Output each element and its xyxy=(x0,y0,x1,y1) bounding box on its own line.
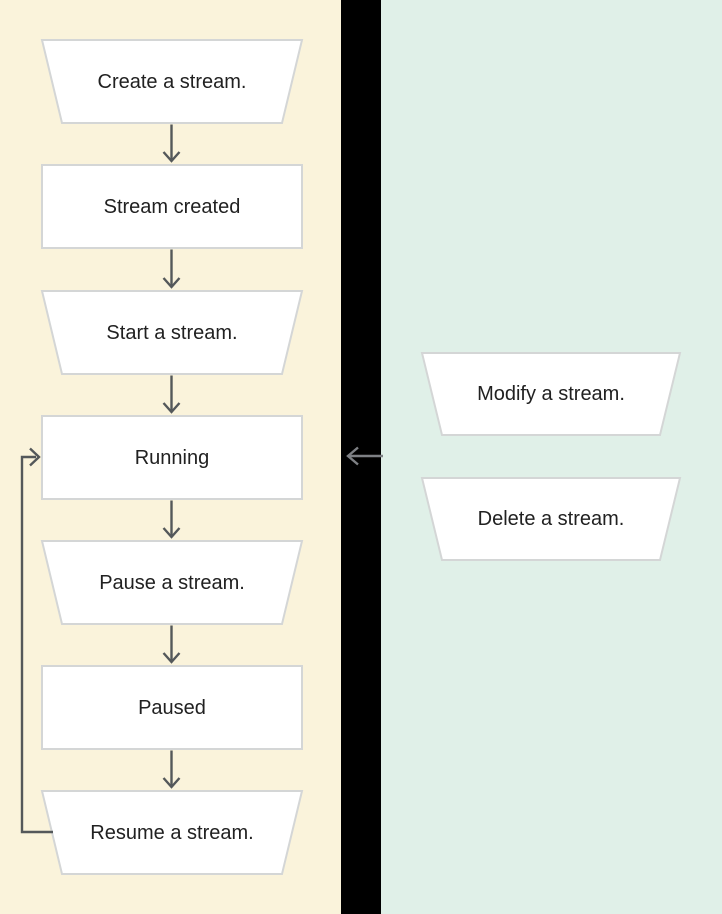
node-pause-a-stream-shape xyxy=(40,540,304,625)
loop-back-arrow xyxy=(20,447,53,834)
node-create-a-stream-shape xyxy=(40,39,304,124)
node-running-shape xyxy=(41,415,303,500)
node-paused-shape xyxy=(41,665,303,750)
down-arrow-1 xyxy=(162,124,181,163)
node-resume-a-stream-shape xyxy=(40,790,304,875)
node-start-a-stream-shape xyxy=(40,290,304,375)
down-arrow-5 xyxy=(162,625,181,664)
down-arrow-3 xyxy=(162,375,181,414)
operations-to-running-arrow xyxy=(346,446,383,466)
node-modify-a-stream-shape xyxy=(420,352,682,436)
down-arrow-4 xyxy=(162,500,181,539)
down-arrow-2 xyxy=(162,249,181,289)
down-arrow-6 xyxy=(162,750,181,789)
node-delete-a-stream-shape xyxy=(420,477,682,561)
node-stream-created-shape xyxy=(41,164,303,249)
stream-operations-panel xyxy=(381,0,722,914)
